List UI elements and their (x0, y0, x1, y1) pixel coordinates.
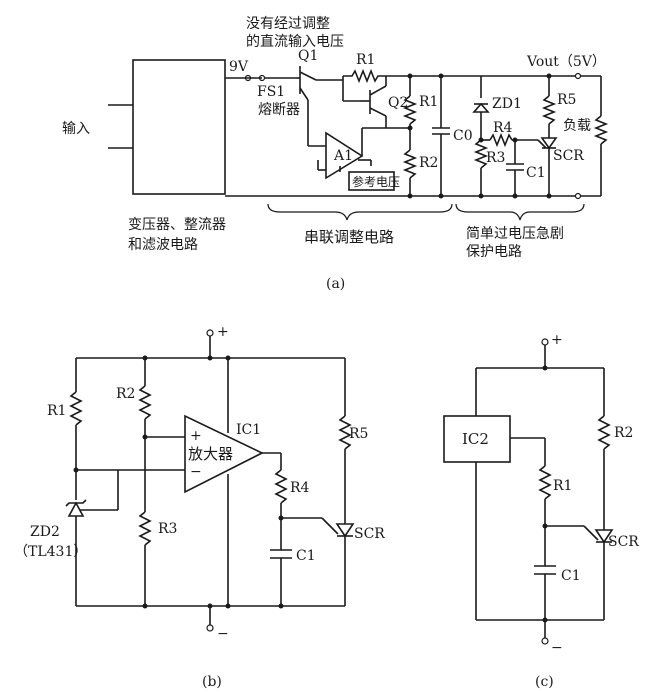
c-minus: − (551, 640, 563, 656)
label-c0: C0 (453, 128, 473, 144)
panel-c (443, 338, 614, 645)
label-r3-b: R3 (158, 521, 177, 537)
label-c1-c: C1 (561, 568, 581, 584)
label-r1: R1 (419, 94, 438, 110)
reference-voltage-box (348, 171, 395, 191)
protect-line1: 简单过电压急剧 (466, 225, 564, 242)
label-ic2: IC2 (462, 430, 489, 448)
label-tl431: （TL431） (14, 544, 87, 560)
label-scr-a: SCR (553, 148, 584, 164)
block-label-line1: 变压器、整流器 (128, 217, 226, 233)
block-label-line2: 和滤波电路 (128, 237, 198, 253)
c-plus: + (551, 332, 563, 348)
transformer-rectifier-block (132, 59, 226, 195)
label-zd2: ZD2 (30, 524, 60, 540)
panel-a (108, 59, 609, 221)
label-9v: 9V (229, 59, 249, 75)
label-fs1: FS1 (257, 84, 285, 100)
b-in-plus: + (190, 428, 202, 444)
label-ref: 参考电压 (352, 174, 400, 189)
label-scr-b: SCR (354, 526, 385, 542)
label-r4-a: R4 (493, 120, 513, 136)
panel-b (65, 329, 355, 632)
label-r1-b: R1 (47, 403, 66, 419)
label-r2: R2 (419, 155, 438, 171)
label-fuse: 熔断器 (258, 102, 300, 118)
top-note-line2: 的直流输入电压 (246, 33, 344, 50)
label-ic1: IC1 (236, 422, 261, 438)
caption-a: (a) (326, 276, 345, 292)
label-r4-b: R4 (290, 480, 310, 496)
label-load: 负载 (563, 118, 591, 134)
brace-series (267, 203, 453, 221)
label-r1-top: R1 (356, 52, 375, 68)
label-r1-c: R1 (553, 478, 572, 494)
input-label: 输入 (62, 121, 90, 137)
label-r2-b: R2 (116, 386, 135, 402)
b-minus: − (217, 626, 229, 642)
label-q2: Q2 (388, 95, 408, 111)
label-vout: Vout（5V） (526, 54, 606, 70)
amp-ic1 (184, 414, 264, 494)
ic2-box (443, 415, 511, 463)
brace-protection (455, 203, 585, 221)
label-r5-a: R5 (557, 92, 576, 108)
label-c1-b: C1 (296, 548, 316, 564)
top-note-line1: 没有经过调整 (246, 16, 330, 32)
b-plus: + (217, 324, 229, 340)
caption-c: (c) (535, 674, 554, 690)
label-r5-b: R5 (349, 426, 368, 442)
label-r2-c: R2 (614, 425, 633, 441)
label-r3-a: R3 (486, 150, 505, 166)
label-a1: A1 (333, 148, 353, 164)
caption-b: (b) (202, 674, 222, 690)
series-label: 串联调整电路 (304, 228, 394, 246)
amp-a1 (325, 131, 364, 180)
b-in-minus: − (190, 464, 202, 480)
label-c1-a: C1 (526, 165, 546, 181)
label-zd1: ZD1 (492, 96, 522, 112)
label-scr-c: SCR (608, 534, 639, 550)
label-q1: Q1 (298, 48, 318, 64)
label-amp: 放大器 (188, 445, 233, 463)
protect-line2: 保护电路 (466, 244, 522, 260)
